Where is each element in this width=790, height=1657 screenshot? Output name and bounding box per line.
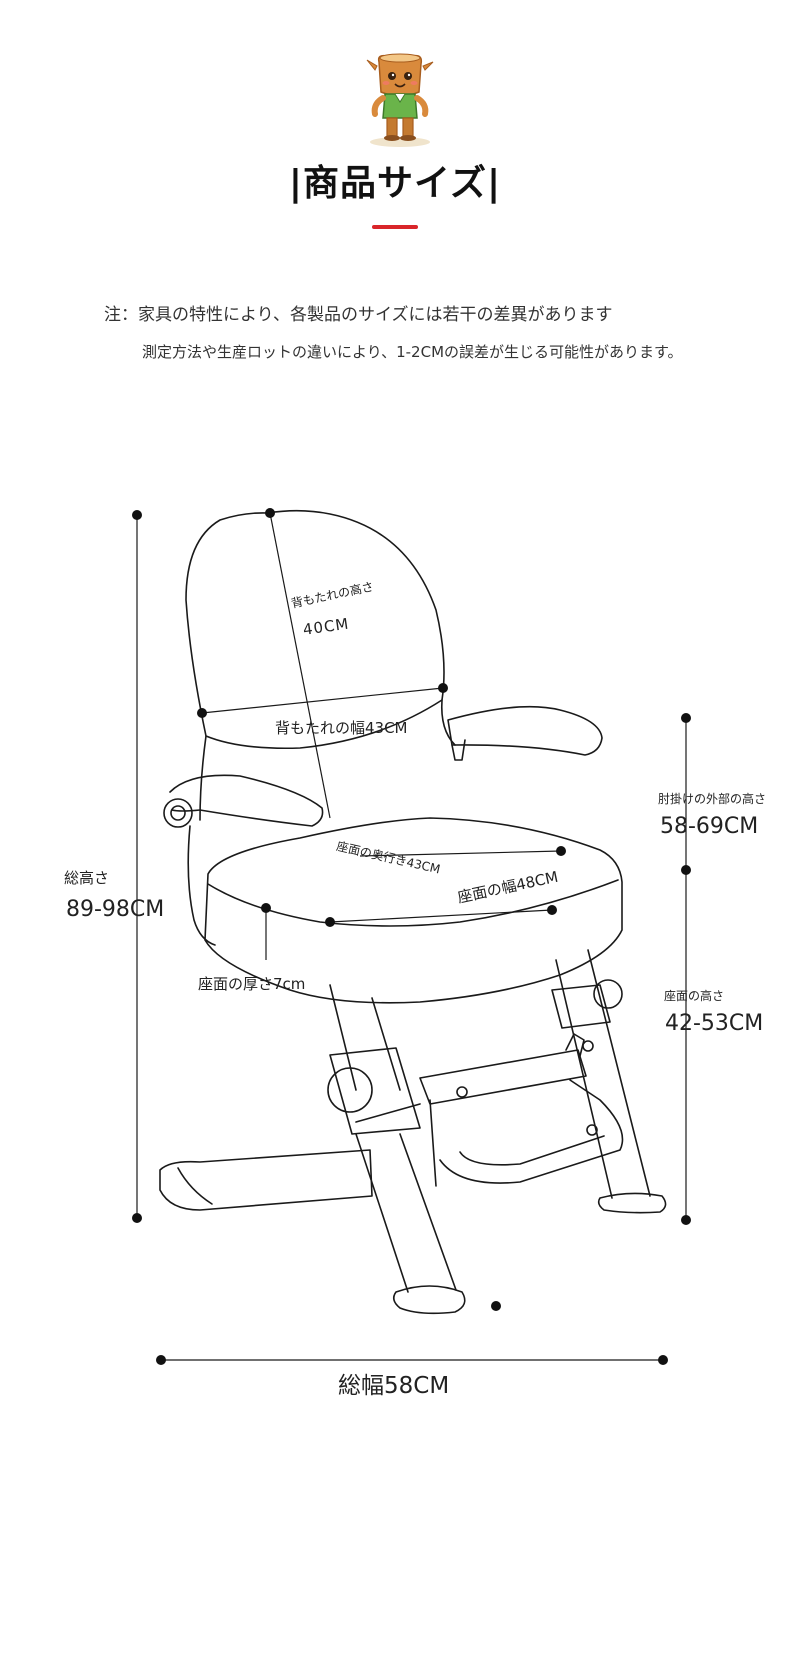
total-height-label: 総高さ — [64, 869, 110, 887]
note-line-1: 注：家具の特性により、各製品のサイズには若干の差異があります — [104, 305, 613, 325]
title-underline — [372, 225, 418, 229]
total-height-value: 89-98CM — [66, 897, 165, 922]
seat-height-value: 42-53CM — [665, 1011, 764, 1036]
note-line-2: 測定方法や生産ロットの違いにより、1-2CMの誤差が生じる可能性があります。 — [142, 343, 683, 361]
seat-height-label: 座面の高さ — [664, 989, 725, 1003]
page-title: |商品サイズ| — [288, 163, 502, 204]
armrest-height-value: 58-69CM — [660, 814, 759, 839]
armrest-height-label: 肘掛けの外部の高さ — [658, 792, 767, 806]
backrest-width-label: 背もたれの幅43CM — [275, 719, 408, 737]
seat-thickness-label: 座面の厚さ7cm — [198, 975, 306, 993]
total-width-label: 総幅58CM — [338, 1373, 450, 1399]
tree-stump-mascot-icon — [366, 53, 434, 147]
